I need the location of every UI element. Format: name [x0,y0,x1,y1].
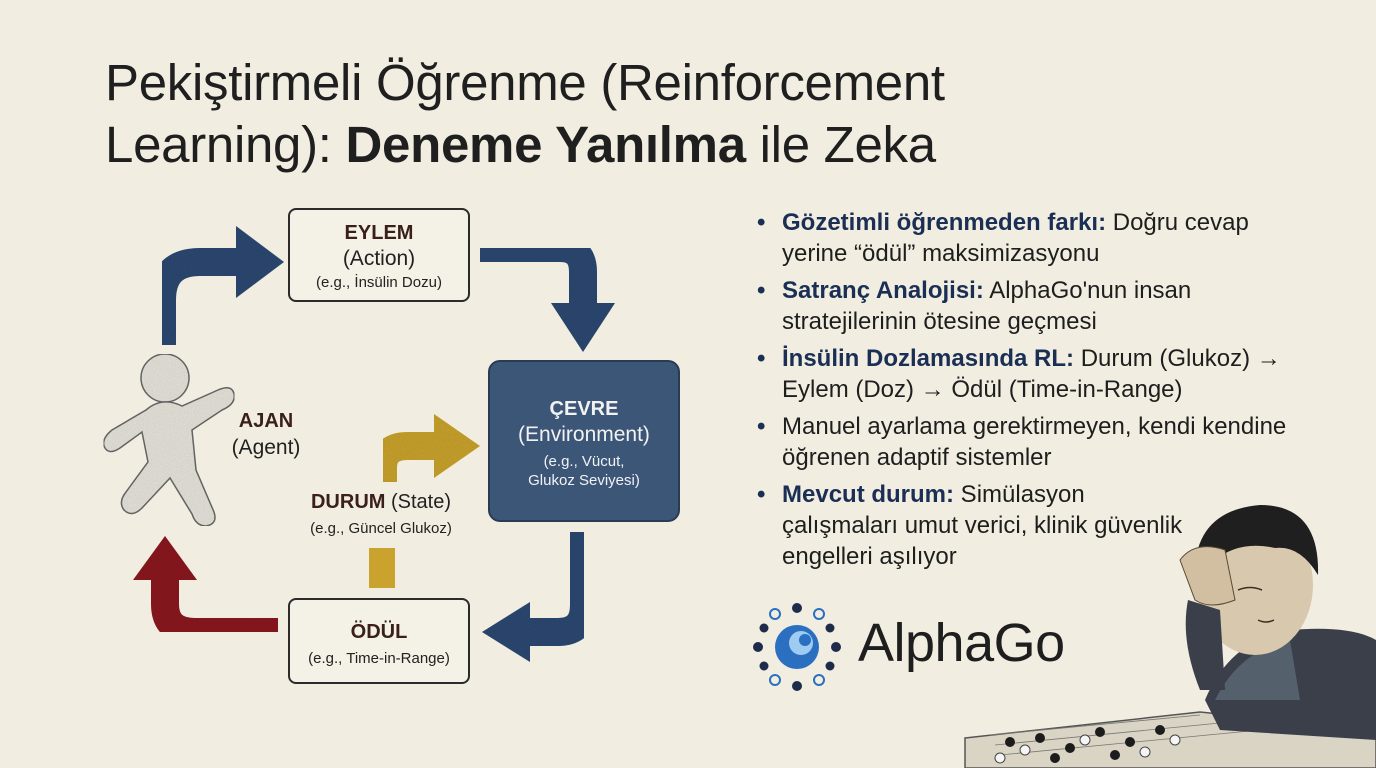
arrow-state-to-environment [369,414,480,482]
bullet-text: Durum (Glukoz) → Eylem (Doz) → Ödül (Tim… [782,345,1281,403]
title-emphasis: Deneme Yanılma [345,116,747,173]
page-title: Pekiştirmeli Öğrenme (Reinforcement Lear… [105,52,1205,176]
bullet-heading: Satranç Analojisi: [782,277,984,304]
arrow-action-to-environment [480,234,615,352]
action-box: EYLEM (Action) (e.g., İnsülin Dozu) [288,208,470,302]
bullet-text: AlphaGo'nun insan stratejilerinin ötesin… [782,277,1192,335]
environment-label: ÇEVRE [549,398,619,420]
list-item: Manuel ayarlama gerektirmeyen, kendi ken… [757,411,1317,473]
environment-example-line1: (e.g., Vücut, [543,453,625,470]
bullet-list: Gözetimli öğrenmeden farkı: Doğru cevap … [757,207,1317,578]
list-item: İnsülin Dozlamasında RL: Durum (Glukoz) … [757,343,1317,405]
state-label: DURUM [310,491,386,513]
list-item: Gözetimli öğrenmeden farkı: Doğru cevap … [757,207,1317,269]
list-item: Mevcut durum: Simülasyon çalışmaları umu… [757,479,1202,572]
environment-sublabel: (Environment) [518,423,650,446]
go-player-illustration [964,505,1376,768]
bullet-text: Doğru cevap yerine “ödül” maksimizasyonu [782,209,1249,267]
environment-box: ÇEVRE (Environment) (e.g., Vücut, Glukoz… [488,360,680,522]
alphago-logo-icon [753,603,841,691]
bullet-heading: Mevcut durum: [782,481,955,508]
bullet-heading: İnsülin Dozlamasında RL: [782,345,1075,372]
arrow-reward-to-agent [133,536,278,646]
alphago-logo-text: AlphaGo [858,613,1065,673]
arrow-environment-to-reward [482,532,598,662]
arrow-agent-to-action [148,226,284,359]
agent-label: AJAN [238,410,294,432]
state-arrow-tail [369,548,395,588]
list-item: Satranç Analojisi: AlphaGo'nun insan str… [757,275,1317,337]
action-example: (e.g., İnsülin Dozu) [316,274,442,291]
agent-label-group: AJAN (Agent) [218,410,314,460]
action-label: EYLEM [344,222,414,244]
title-line1: Pekiştirmeli Öğrenme (Reinforcement [105,54,945,111]
environment-example-line2: Glukoz Seviyesi) [528,472,640,489]
state-sublabel: (State) [385,491,451,513]
state-label-group: DURUM (State) (e.g., Güncel Glukoz) [288,491,474,537]
reward-box: ÖDÜL (e.g., Time-in-Range) [288,598,470,684]
state-example: (e.g., Güncel Glukoz) [310,520,452,537]
agent-figure-icon [102,353,235,527]
title-line2-end: ile Zeka [745,116,936,173]
bullet-heading: Gözetimli öğrenmeden farkı: [782,209,1107,236]
bullet-text: Manuel ayarlama gerektirmeyen, kendi ken… [782,413,1287,471]
reward-example: (e.g., Time-in-Range) [308,650,450,667]
agent-sublabel: (Agent) [231,436,301,459]
bullet-text: Simülasyon çalışmaları umut verici, klin… [782,481,1183,570]
reward-label: ÖDÜL [350,621,408,643]
action-sublabel: (Action) [342,247,416,270]
title-line2-start: Learning): [105,116,346,173]
